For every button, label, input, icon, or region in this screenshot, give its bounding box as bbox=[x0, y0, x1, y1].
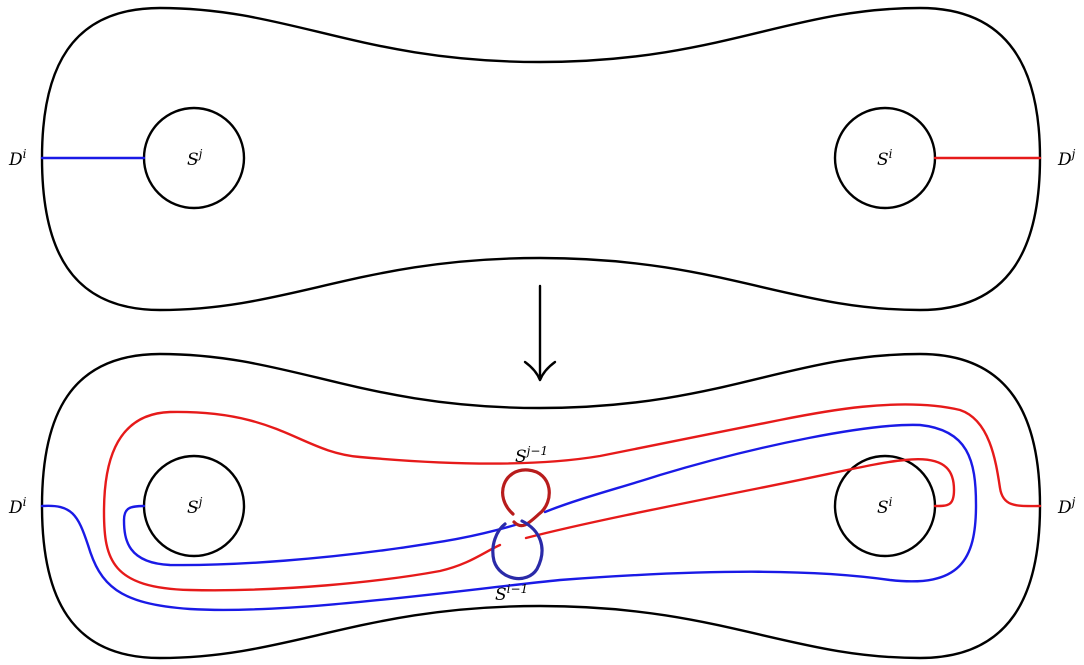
top-right-disk-label: Dj bbox=[1057, 147, 1076, 170]
lower-linking-sphere-label: Si−1 bbox=[495, 582, 528, 605]
blue-linking-sphere-arc bbox=[491, 519, 544, 581]
blue-inner-curve bbox=[122, 504, 517, 567]
upper-linking-sphere-label: Sj−1 bbox=[515, 444, 548, 467]
bottom-right-sphere-label: Si bbox=[877, 495, 893, 518]
red-linking-sphere-arc bbox=[501, 468, 551, 528]
top-left-sphere-label: Sj bbox=[187, 147, 203, 170]
blue-belt-curve bbox=[40, 423, 978, 612]
bottom-surface: Di Sj Si Dj Sj−1 Si−1 bbox=[8, 352, 1076, 660]
bottom-surface-outline bbox=[40, 352, 1042, 660]
red-inner-curve bbox=[524, 458, 956, 540]
bottom-right-disk-label: Dj bbox=[1057, 495, 1076, 518]
bottom-left-disk-label: Di bbox=[8, 495, 27, 518]
bottom-left-sphere-label: Sj bbox=[187, 495, 203, 518]
down-arrow-icon bbox=[523, 284, 557, 382]
top-left-disk-label: Di bbox=[8, 147, 27, 170]
red-outer-curve bbox=[102, 403, 1042, 592]
top-surface: Di Sj Si Dj bbox=[8, 6, 1076, 312]
top-surface-outline bbox=[40, 6, 1042, 312]
top-right-sphere-label: Si bbox=[877, 147, 893, 170]
